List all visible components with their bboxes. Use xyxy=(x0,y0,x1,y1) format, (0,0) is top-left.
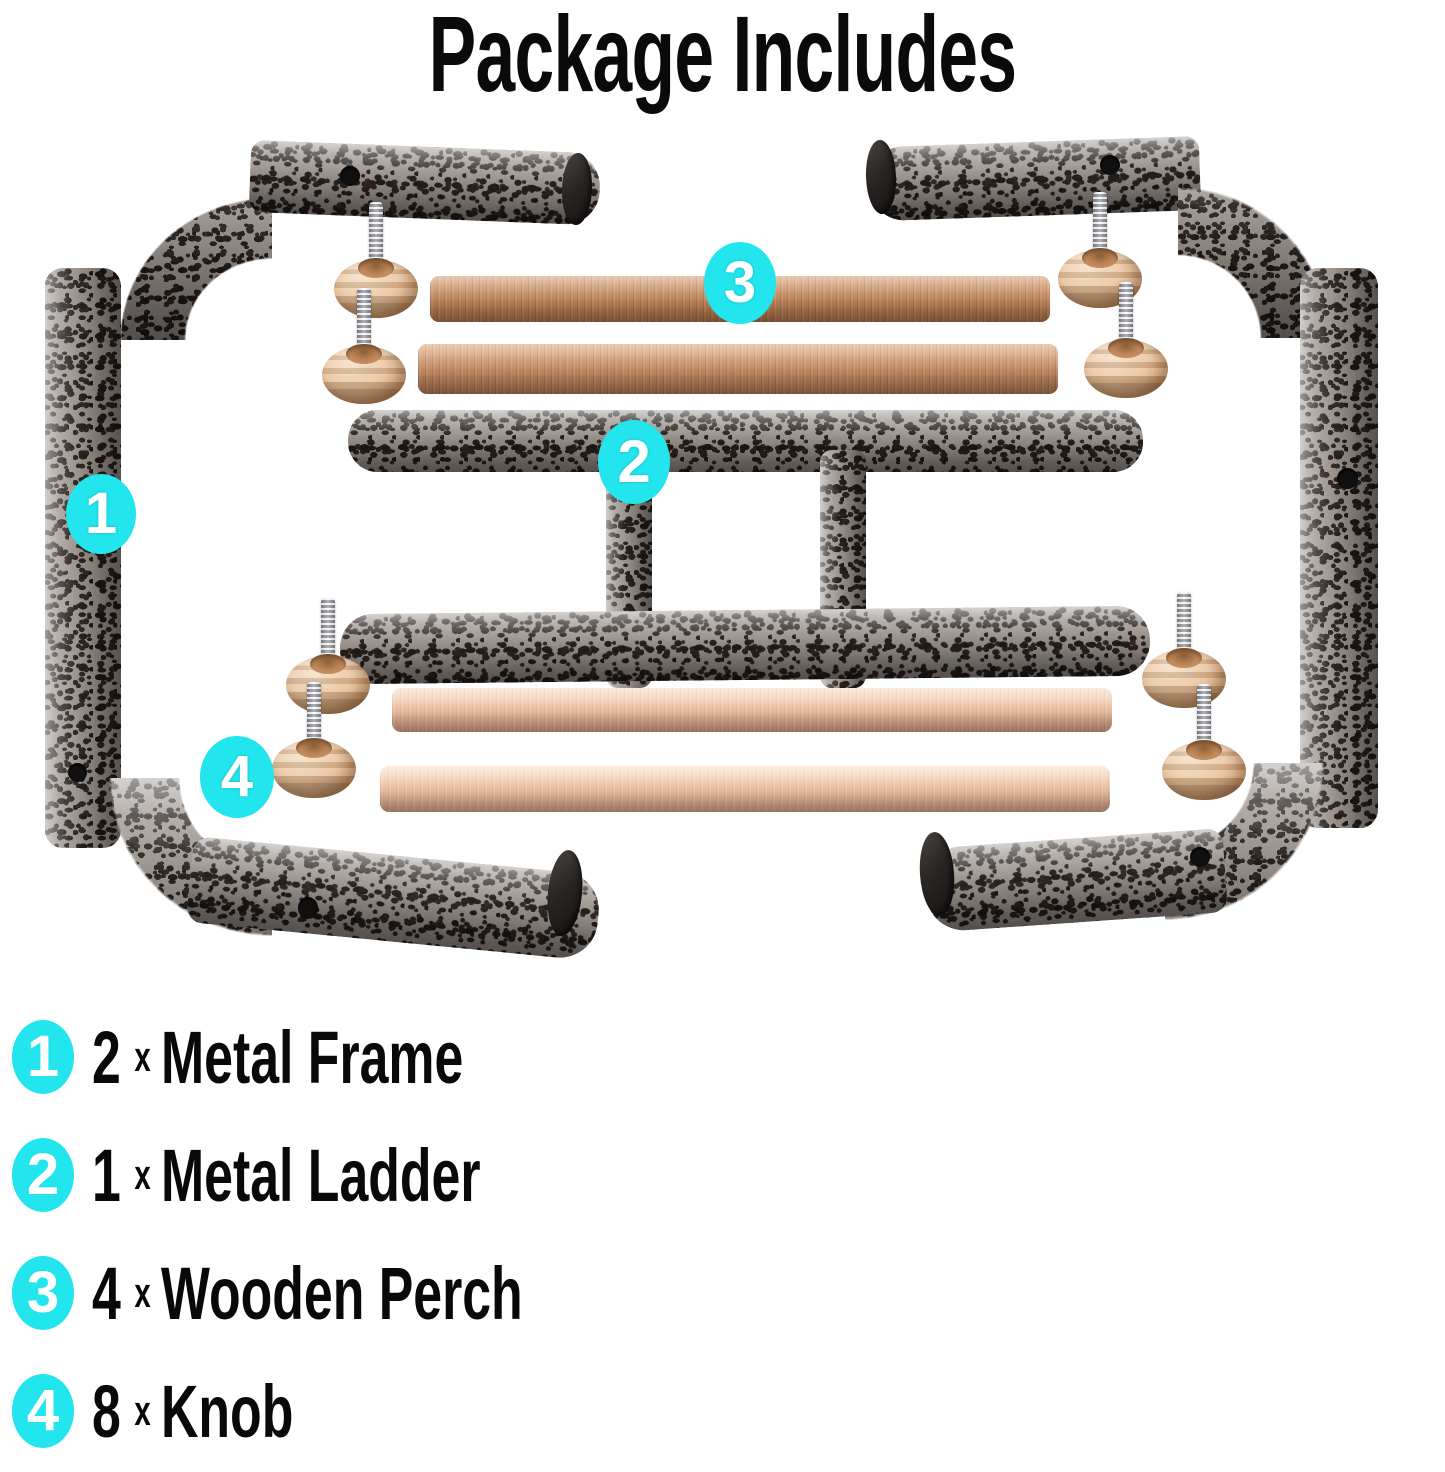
callout-badge-2[interactable]: 2 xyxy=(598,420,670,504)
knob-screw xyxy=(321,598,335,660)
legend-qty-3: 4 xyxy=(92,1251,121,1335)
knob-5 xyxy=(286,598,370,714)
legend-badge-1-label: 1 xyxy=(26,1024,60,1089)
callout-badge-2-label: 2 xyxy=(617,428,651,495)
metal-frame-top-arm xyxy=(248,140,602,226)
knob-collar xyxy=(1082,248,1118,268)
knob-collar xyxy=(310,654,346,674)
callout-badge-1[interactable]: 1 xyxy=(66,474,136,554)
knob-collar xyxy=(1166,648,1202,668)
legend-badge-4: 4 xyxy=(12,1374,74,1448)
knob-screw xyxy=(357,288,371,350)
callout-badge-4-label: 4 xyxy=(220,744,254,809)
legend-name-2: Metal Ladder xyxy=(160,1133,481,1217)
legend-badge-3-label: 3 xyxy=(26,1260,60,1325)
legend-item-metal-ladder: 2 1 x Metal Ladder xyxy=(0,1116,1445,1234)
metal-ladder-top-rail xyxy=(348,410,1143,472)
knob-collar xyxy=(358,258,394,278)
metal-frame-top-arm-hole xyxy=(340,166,360,186)
legend-name-1: Metal Frame xyxy=(160,1015,463,1099)
legend-badge-2: 2 xyxy=(12,1138,74,1212)
legend-label-1: 2 x Metal Frame xyxy=(92,1015,592,1099)
metal-frame-left-arm-hole-lower xyxy=(68,763,87,782)
knob-screw xyxy=(1119,282,1133,344)
knob-1 xyxy=(334,202,418,318)
metal-ladder-bottom-rail xyxy=(339,605,1151,685)
product-exploded-view: 1 2 3 4 xyxy=(0,118,1445,998)
legend-list: 1 2 x Metal Frame 2 1 x Metal Ladder 3 4… xyxy=(0,998,1445,1470)
legend-label-2: 1 x Metal Ladder xyxy=(92,1133,617,1217)
legend-qty-2: 1 xyxy=(92,1133,121,1217)
legend-badge-1: 1 xyxy=(12,1020,74,1094)
knob-collar xyxy=(1108,338,1144,358)
legend-qty-4: 8 xyxy=(92,1369,121,1453)
legend-item-knob: 4 8 x Knob xyxy=(0,1352,1445,1470)
page-title: Package Includes xyxy=(428,0,1017,114)
knob-4 xyxy=(1084,282,1168,398)
knob-screw xyxy=(1093,192,1107,254)
knob-screw xyxy=(1177,592,1191,654)
knob-7 xyxy=(1142,592,1226,708)
knob-collar xyxy=(346,344,382,364)
callout-badge-3[interactable]: 3 xyxy=(704,242,776,324)
legend-badge-4-label: 4 xyxy=(26,1378,60,1443)
legend-item-wooden-perch: 3 4 x Wooden Perch xyxy=(0,1234,1445,1352)
legend-name-4: Knob xyxy=(160,1369,293,1453)
metal-frame-2-bottom-arm-hole xyxy=(1190,847,1210,867)
legend-label-3: 4 x Wooden Perch xyxy=(92,1251,677,1335)
legend-qty-1: 2 xyxy=(92,1015,121,1099)
legend-badge-3: 3 xyxy=(12,1256,74,1330)
knob-collar xyxy=(1186,740,1222,760)
knob-8 xyxy=(1162,684,1246,800)
metal-frame-2-right-arm-hole-upper xyxy=(1337,468,1358,489)
wooden-perch-4 xyxy=(380,766,1110,812)
legend-label-4: 8 x Knob xyxy=(92,1369,350,1453)
metal-frame-left-arm xyxy=(45,268,121,848)
legend-mult-1: x xyxy=(134,1033,151,1080)
knob-6 xyxy=(272,682,356,798)
knob-collar xyxy=(296,738,332,758)
knob-screw xyxy=(1197,684,1211,746)
legend-mult-2: x xyxy=(134,1151,151,1198)
legend-mult-3: x xyxy=(134,1269,151,1316)
knob-2 xyxy=(322,288,406,404)
metal-frame-2-top-arm xyxy=(868,136,1202,222)
metal-frame-2-top-arm-hole xyxy=(1100,155,1120,175)
wooden-perch-2 xyxy=(418,344,1058,394)
knob-screw xyxy=(369,202,383,264)
legend-item-metal-frame: 1 2 x Metal Frame xyxy=(0,998,1445,1116)
legend-badge-2-label: 2 xyxy=(26,1142,60,1207)
wooden-perch-3 xyxy=(392,688,1112,732)
callout-badge-1-label: 1 xyxy=(84,481,118,546)
legend-mult-4: x xyxy=(134,1387,151,1434)
callout-badge-3-label: 3 xyxy=(723,250,757,315)
metal-frame-2-right-arm xyxy=(1300,268,1378,828)
knob-screw xyxy=(307,682,321,744)
callout-badge-4[interactable]: 4 xyxy=(200,736,274,818)
legend-name-3: Wooden Perch xyxy=(160,1251,523,1335)
metal-frame-bottom-arm-hole xyxy=(298,897,318,919)
